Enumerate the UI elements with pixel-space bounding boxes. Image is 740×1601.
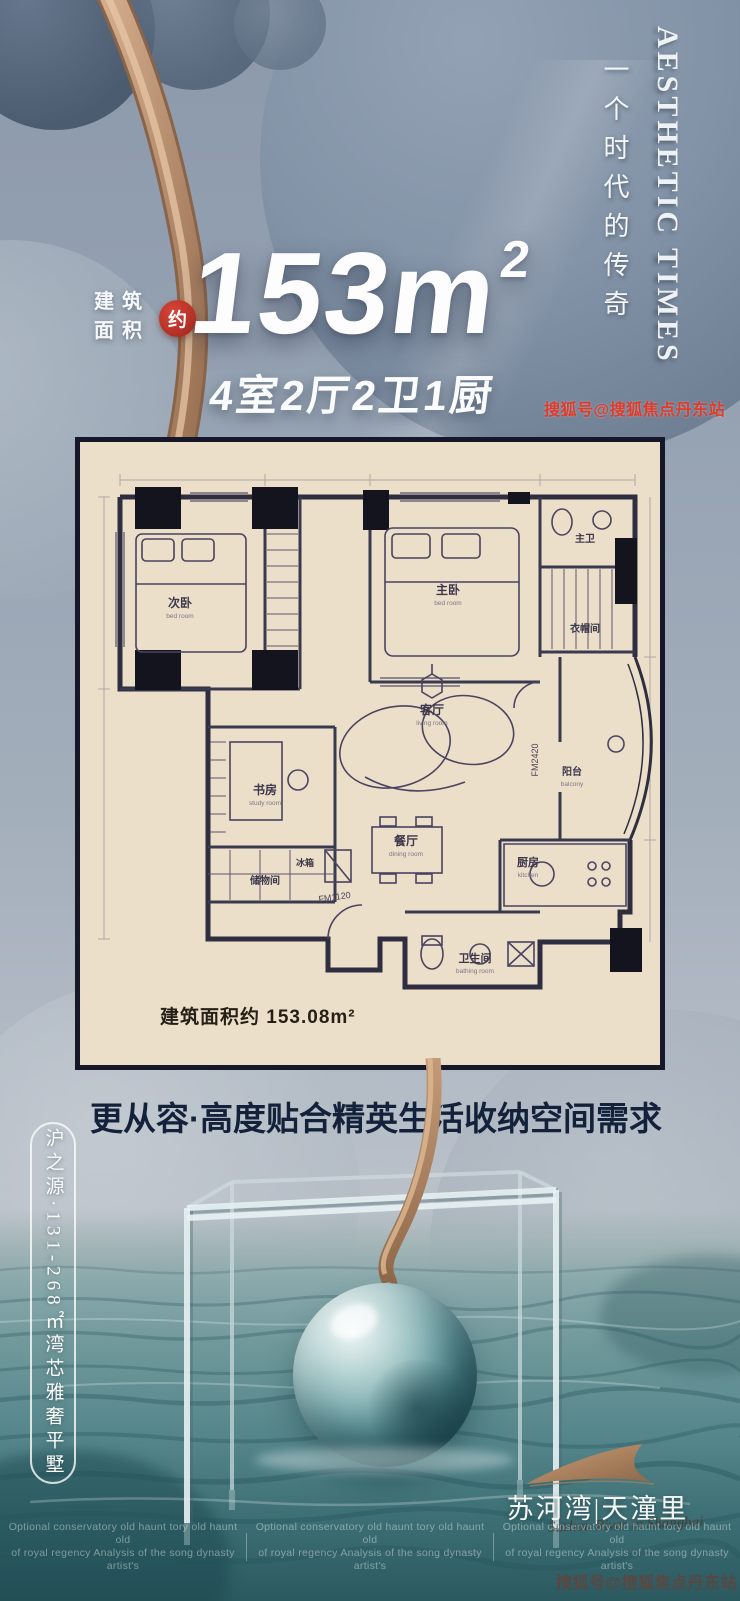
floorplan-box: 次卧 主卧 主卫 衣帽间 书房 储物间 冰箱 餐厅 客厅 阳台 厨房 卫生间 b…: [75, 437, 665, 1070]
slogan-english-vertical: AESTHETIC TIMES: [651, 26, 684, 365]
area-value: 153m2: [184, 226, 534, 360]
caption-1-line1: Optional conservatory old haunt tory old…: [8, 1521, 238, 1546]
room-label-bedroom2: 次卧: [168, 595, 192, 610]
glass-sphere: [293, 1283, 477, 1467]
left-banner-text: 沪之源·131-268㎡湾芯雅奢平墅: [42, 1128, 64, 1478]
sohu-watermark-bottom: 搜狐号@搜狐焦点丹东站: [556, 1575, 738, 1592]
area-number: 153m: [184, 228, 505, 358]
room-label-dining: 餐厅: [394, 833, 418, 848]
room-label-kitchen: 厨房: [517, 855, 539, 869]
room-sub-study: study room: [249, 800, 281, 807]
area-label-line2: 面积: [94, 320, 150, 342]
room-sub-master: bed room: [434, 600, 461, 607]
room-label-master-bath: 主卫: [575, 532, 595, 545]
sphere-glint: [325, 1297, 382, 1346]
plan-code-fm1120: FM1120: [318, 890, 351, 904]
room-label-living: 客厅: [419, 702, 444, 717]
water-foam: [255, 1447, 515, 1473]
footer-captions: Optional conservatory old haunt tory old…: [0, 1521, 740, 1573]
caption-2-line1: Optional conservatory old haunt tory old…: [255, 1521, 485, 1546]
brand-name: 苏河湾|天潼里: [506, 1494, 689, 1524]
room-label-storage: 储物间: [249, 874, 280, 887]
slogan-chinese-vertical: 一个时代的传奇: [600, 56, 629, 329]
bronze-ribbon-top: [96, 0, 209, 460]
headline: 更从容·高度贴合精英生活收纳空间需求: [90, 1100, 662, 1137]
room-sub-bedroom2: bed room: [166, 613, 193, 620]
caption-1-line2: of royal regency Analysis of the song dy…: [11, 1547, 235, 1572]
caption-divider-1: [246, 1533, 247, 1561]
caption-3-line2: of royal regency Analysis of the song dy…: [505, 1547, 729, 1572]
room-sub-balcony: balcony: [561, 781, 584, 788]
room-sub-kitchen: kitchen: [518, 872, 539, 879]
unit-layout: 4室2厅2卫1厨: [206, 372, 498, 419]
left-banner-capsule: 沪之源·131-268㎡湾芯雅奢平墅: [30, 1122, 76, 1484]
caption-divider-2: [493, 1533, 494, 1561]
room-label-fridge: 冰箱: [296, 857, 314, 868]
room-sub-living: living room: [416, 720, 447, 727]
approx-badge: 约: [159, 300, 196, 337]
sphere-swirl: [362, 1360, 474, 1456]
plan-area-note: 建筑面积约 153.08m²: [160, 1007, 356, 1028]
room-sub-bath: bathing room: [456, 968, 494, 975]
room-label-cloak: 衣帽间: [570, 622, 600, 635]
room-label-bath: 卫生间: [459, 951, 492, 965]
plan-code-fm2420: FM2420: [530, 743, 540, 776]
room-sub-dining: dining room: [389, 851, 423, 858]
caption-2-line2: of royal regency Analysis of the song dy…: [258, 1547, 482, 1572]
brand-sail-logo: [526, 1444, 655, 1487]
room-label-study: 书房: [253, 782, 277, 797]
sohu-watermark-top: 搜狐号@搜狐焦点丹东站: [544, 402, 726, 419]
approx-badge-text: 约: [167, 310, 187, 331]
caption-column-1: Optional conservatory old haunt tory old…: [0, 1521, 246, 1573]
floorplan-drawing: 次卧 主卧 主卫 衣帽间 书房 储物间 冰箱 餐厅 客厅 阳台 厨房 卫生间 b…: [98, 474, 656, 990]
room-label-balcony: 阳台: [562, 765, 582, 778]
caption-column-3: Optional conservatory old haunt tory old…: [494, 1521, 740, 1573]
bronze-ribbon-bottom: [378, 1058, 442, 1298]
caption-column-2: Optional conservatory old haunt tory old…: [247, 1521, 493, 1573]
area-label: 建筑 面积: [94, 288, 150, 346]
room-label-master: 主卧: [436, 582, 460, 597]
caption-3-line1: Optional conservatory old haunt tory old…: [502, 1521, 732, 1546]
area-label-line1: 建筑: [94, 291, 150, 313]
